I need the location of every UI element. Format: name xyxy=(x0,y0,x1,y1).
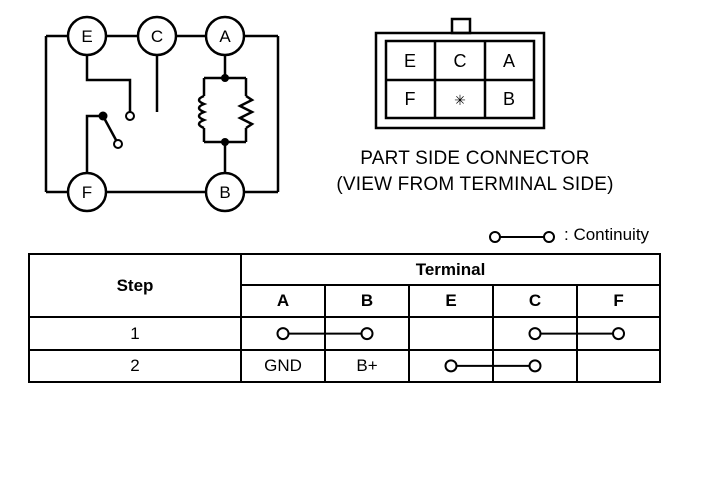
terminal-b-label: B xyxy=(219,183,230,202)
cell-e xyxy=(408,348,494,384)
terminal-c-label: C xyxy=(151,27,163,46)
cell-e xyxy=(408,316,494,351)
switch-pivot xyxy=(98,111,108,121)
terminal-header: Terminal xyxy=(239,252,662,287)
step-header: Step xyxy=(28,252,242,319)
switch-contact xyxy=(113,139,123,149)
connector-caption-line2: (VIEW FROM TERMINAL SIDE) xyxy=(336,174,614,195)
column-header-b: B xyxy=(324,284,410,319)
junction-dot xyxy=(221,74,229,82)
connector-cell-c: C xyxy=(454,51,467,71)
cell-c xyxy=(492,316,578,351)
table-row: 2 GND B+ xyxy=(28,348,662,384)
terminal-a-label: A xyxy=(219,27,231,46)
connector-cell-f: F xyxy=(405,89,416,109)
terminal-f-label: F xyxy=(82,183,92,202)
continuity-legend-symbol xyxy=(489,231,555,243)
terminal-a xyxy=(204,15,246,57)
step-number: 2 xyxy=(28,348,242,384)
terminal-b xyxy=(204,171,246,213)
junction-dot xyxy=(221,138,229,146)
terminal-e-label: E xyxy=(81,27,92,46)
column-header-c: C xyxy=(492,284,578,319)
cell-f xyxy=(575,348,662,384)
continuity-table: Step Terminal A B E C F 1 2 GND B+ xyxy=(28,252,662,384)
terminal-e xyxy=(66,15,108,57)
connector-cell-unused: ✳ xyxy=(454,92,466,108)
column-header-a: A xyxy=(240,284,326,319)
table-row: 1 xyxy=(28,316,662,351)
terminal-c xyxy=(136,15,178,57)
connector-cell-e: E xyxy=(404,51,416,71)
cell-b xyxy=(324,316,410,351)
column-header-f: F xyxy=(575,284,662,319)
connector-cell-a: A xyxy=(503,51,515,71)
connector-face xyxy=(374,17,546,130)
cell-f xyxy=(575,316,662,351)
column-header-e: E xyxy=(408,284,494,319)
switch-contact xyxy=(125,111,135,121)
connector-caption-line1: PART SIDE CONNECTOR xyxy=(360,148,590,169)
circuit-wiring xyxy=(44,34,280,194)
terminal-f xyxy=(66,171,108,213)
step-number: 1 xyxy=(28,316,242,351)
cell-c xyxy=(492,348,578,384)
cell-a xyxy=(240,316,326,351)
cell-a: GND xyxy=(240,348,326,384)
continuity-legend-label: : Continuity xyxy=(564,225,650,244)
connector-cell-b: B xyxy=(503,89,515,109)
cell-b: B+ xyxy=(324,348,410,384)
